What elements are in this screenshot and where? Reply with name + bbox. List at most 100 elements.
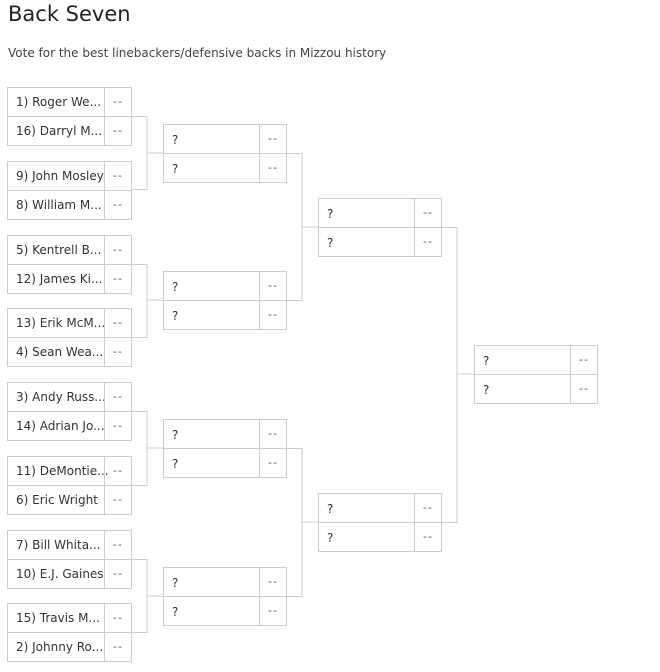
competitor-name[interactable]: ?	[172, 605, 179, 619]
matchup-slot[interactable]: 1) Roger We...--	[8, 88, 131, 116]
vote-score: --	[259, 420, 286, 448]
competitor-name[interactable]: ?	[172, 457, 179, 471]
vote-score: --	[259, 449, 286, 477]
vote-score: --	[104, 236, 131, 264]
vote-score: --	[104, 309, 131, 337]
competitor-name[interactable]: 1) Roger We...	[16, 95, 102, 109]
vote-score: --	[259, 597, 286, 625]
competitor-name[interactable]: ?	[483, 354, 490, 368]
competitor-name[interactable]: 13) Erik McM...	[16, 316, 106, 330]
competitor-name[interactable]: ?	[327, 502, 334, 516]
round1-matchup: 1) Roger We...--16) Darryl M...--	[7, 87, 132, 146]
matchup-slot[interactable]: 12) James Ki...--	[8, 264, 131, 293]
competitor-name[interactable]: 10) E.J. Gaines	[16, 567, 104, 581]
matchup-slot[interactable]: 14) Adrian Jo...--	[8, 411, 131, 440]
vote-score: --	[104, 560, 131, 588]
vote-score: --	[570, 346, 597, 374]
vote-score: --	[414, 199, 441, 227]
page-subtitle: Vote for the best linebackers/defensive …	[8, 46, 387, 60]
vote-score: --	[104, 486, 131, 514]
vote-score: --	[104, 531, 131, 559]
matchup-slot[interactable]: ?--	[164, 153, 286, 182]
matchup-slot[interactable]: 11) DeMontie...--	[8, 457, 131, 485]
matchup-slot[interactable]: 8) William M...--	[8, 190, 131, 219]
matchup-slot[interactable]: ?--	[164, 125, 286, 153]
vote-score: --	[104, 191, 131, 219]
page-title: Back Seven	[8, 2, 131, 26]
competitor-name[interactable]: 12) James Ki...	[16, 272, 103, 286]
competitor-name[interactable]: ?	[327, 236, 334, 250]
vote-score: --	[104, 604, 131, 632]
competitor-name[interactable]: ?	[327, 207, 334, 221]
matchup-slot[interactable]: 7) Bill Whita...--	[8, 531, 131, 559]
vote-score: --	[104, 412, 131, 440]
competitor-name[interactable]: ?	[172, 576, 179, 590]
matchup-slot[interactable]: ?--	[319, 227, 441, 256]
matchup-slot[interactable]: 6) Eric Wright --	[8, 485, 131, 514]
round1-matchup: 11) DeMontie...--6) Eric Wright--	[7, 456, 132, 515]
matchup-slot[interactable]: ? --	[319, 199, 441, 227]
competitor-name[interactable]: 2) Johnny Ro...	[16, 640, 104, 654]
matchup-slot[interactable]: ? --	[319, 494, 441, 522]
matchup-slot[interactable]: ?--	[164, 272, 286, 300]
matchup-slot[interactable]: 16) Darryl M...--	[8, 116, 131, 145]
vote-score: --	[104, 457, 131, 485]
competitor-name[interactable]: 6) Eric Wright	[16, 493, 98, 507]
competitor-name[interactable]: 14) Adrian Jo...	[16, 419, 105, 433]
round3-matchup: ?--?--	[318, 198, 442, 257]
round1-matchup: 5) Kentrell B...--12) James Ki...--	[7, 235, 132, 294]
matchup-slot[interactable]: ? --	[164, 568, 286, 596]
round1-matchup: 15) Travis M... --2) Johnny Ro...--	[7, 603, 132, 662]
competitor-name[interactable]: 11) DeMontie...	[16, 464, 109, 478]
vote-score: --	[104, 162, 131, 190]
competitor-name[interactable]: ?	[172, 280, 179, 294]
competitor-name[interactable]: 16) Darryl M...	[16, 124, 103, 138]
vote-score: --	[414, 523, 441, 551]
competitor-name[interactable]: 5) Kentrell B...	[16, 243, 102, 257]
vote-score: --	[414, 494, 441, 522]
matchup-slot[interactable]: ?--	[164, 300, 286, 329]
matchup-slot[interactable]: 10) E.J. Gaines--	[8, 559, 131, 588]
competitor-name[interactable]: ?	[327, 531, 334, 545]
competitor-name[interactable]: ?	[172, 309, 179, 323]
round2-matchup: ? --? --	[163, 419, 287, 478]
matchup-slot[interactable]: 2) Johnny Ro...--	[8, 632, 131, 661]
matchup-slot[interactable]: ? --	[475, 374, 597, 403]
round1-matchup: 7) Bill Whita...--10) E.J. Gaines--	[7, 530, 132, 589]
vote-score: --	[104, 265, 131, 293]
matchup-slot[interactable]: ? --	[164, 448, 286, 477]
competitor-name[interactable]: ?	[483, 383, 490, 397]
vote-score: --	[104, 117, 131, 145]
matchup-slot[interactable]: 5) Kentrell B...--	[8, 236, 131, 264]
round2-matchup: ?--?--	[163, 271, 287, 330]
matchup-slot[interactable]: ? --	[475, 346, 597, 374]
competitor-name[interactable]: 7) Bill Whita...	[16, 538, 101, 552]
round1-matchup: 13) Erik McM...--4) Sean Wea...--	[7, 308, 132, 367]
matchup-slot[interactable]: 15) Travis M... --	[8, 604, 131, 632]
matchup-slot[interactable]: 4) Sean Wea...--	[8, 337, 131, 366]
round1-matchup: 9) John Mosley--8) William M...--	[7, 161, 132, 220]
matchup-slot[interactable]: ? --	[319, 522, 441, 551]
competitor-name[interactable]: 9) John Mosley	[16, 169, 104, 183]
competitor-name[interactable]: ?	[172, 133, 179, 147]
matchup-slot[interactable]: 3) Andy Russ...--	[8, 383, 131, 411]
competitor-name[interactable]: 4) Sean Wea...	[16, 345, 104, 359]
competitor-name[interactable]: 8) William M...	[16, 198, 102, 212]
competitor-name[interactable]: 15) Travis M...	[16, 611, 100, 625]
round2-matchup: ? --? --	[163, 567, 287, 626]
vote-score: --	[570, 375, 597, 403]
competitor-name[interactable]: ?	[172, 428, 179, 442]
matchup-slot[interactable]: ? --	[164, 596, 286, 625]
matchup-slot[interactable]: ? --	[164, 420, 286, 448]
vote-score: --	[104, 383, 131, 411]
vote-score: --	[259, 568, 286, 596]
round1-matchup: 3) Andy Russ...--14) Adrian Jo...--	[7, 382, 132, 441]
final-matchup: ? --? --	[474, 345, 598, 404]
matchup-slot[interactable]: 9) John Mosley--	[8, 162, 131, 190]
round3-matchup: ? --? --	[318, 493, 442, 552]
matchup-slot[interactable]: 13) Erik McM...--	[8, 309, 131, 337]
round2-matchup: ?--?--	[163, 124, 287, 183]
competitor-name[interactable]: ?	[172, 162, 179, 176]
competitor-name[interactable]: 3) Andy Russ...	[16, 390, 106, 404]
